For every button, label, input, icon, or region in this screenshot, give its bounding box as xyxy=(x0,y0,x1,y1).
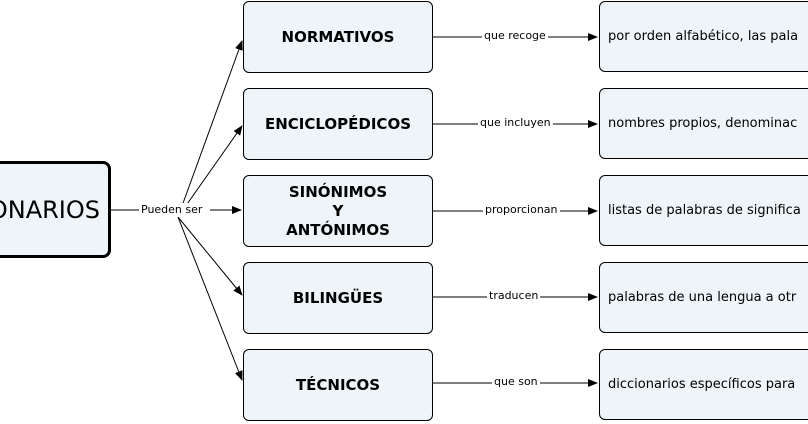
link-label-sinonimos: proporcionan xyxy=(483,203,560,217)
category-node-tecnicos[interactable]: TÉCNICOS xyxy=(243,349,433,421)
category-node-enciclopedicos[interactable]: ENCICLOPÉDICOS xyxy=(243,88,433,160)
category-label-line-2: Y xyxy=(332,201,344,220)
description-node-enciclopedicos[interactable]: nombres propios, denominac xyxy=(599,88,808,159)
category-label: TÉCNICOS xyxy=(295,375,381,394)
description-text: diccionarios específicos para xyxy=(608,377,796,392)
link-label-bilingues: traducen xyxy=(487,289,541,303)
category-label-line-3: ANTÓNIMOS xyxy=(286,220,390,239)
root-link-label: Pueden ser xyxy=(139,203,205,217)
description-node-tecnicos[interactable]: diccionarios específicos para xyxy=(599,349,808,420)
root-label: ONARIOS xyxy=(0,195,100,224)
category-label-line-1: SINÓNIMOS xyxy=(288,182,388,201)
arrow-to-normativos xyxy=(177,40,243,218)
link-label-enciclopedicos: que incluyen xyxy=(478,116,553,130)
category-label: BILINGÜES xyxy=(292,288,384,307)
category-label: ENCICLOPÉDICOS xyxy=(264,114,411,133)
description-text: listas de palabras de significa xyxy=(608,203,801,218)
description-text: nombres propios, denominac xyxy=(608,116,798,131)
category-node-normativos[interactable]: NORMATIVOS xyxy=(243,1,433,73)
root-node[interactable]: ONARIOS xyxy=(0,161,111,258)
arrow-to-bilingues xyxy=(177,216,243,296)
link-label-normativos: que recoge xyxy=(482,29,548,43)
arrow-to-enciclopedicos xyxy=(177,125,243,218)
description-node-sinonimos[interactable]: listas de palabras de significa xyxy=(599,175,808,246)
description-node-normativos[interactable]: por orden alfabético, las pala xyxy=(599,1,808,72)
link-label-tecnicos: que son xyxy=(492,375,540,389)
category-label: NORMATIVOS xyxy=(281,27,395,46)
arrow-to-tecnicos xyxy=(177,216,243,381)
description-text: por orden alfabético, las pala xyxy=(608,29,799,44)
category-node-sinonimos[interactable]: SINÓNIMOS Y ANTÓNIMOS xyxy=(243,175,433,247)
description-text: palabras de una lengua a otr xyxy=(608,290,797,305)
category-node-bilingues[interactable]: BILINGÜES xyxy=(243,262,433,334)
description-node-bilingues[interactable]: palabras de una lengua a otr xyxy=(599,262,808,333)
